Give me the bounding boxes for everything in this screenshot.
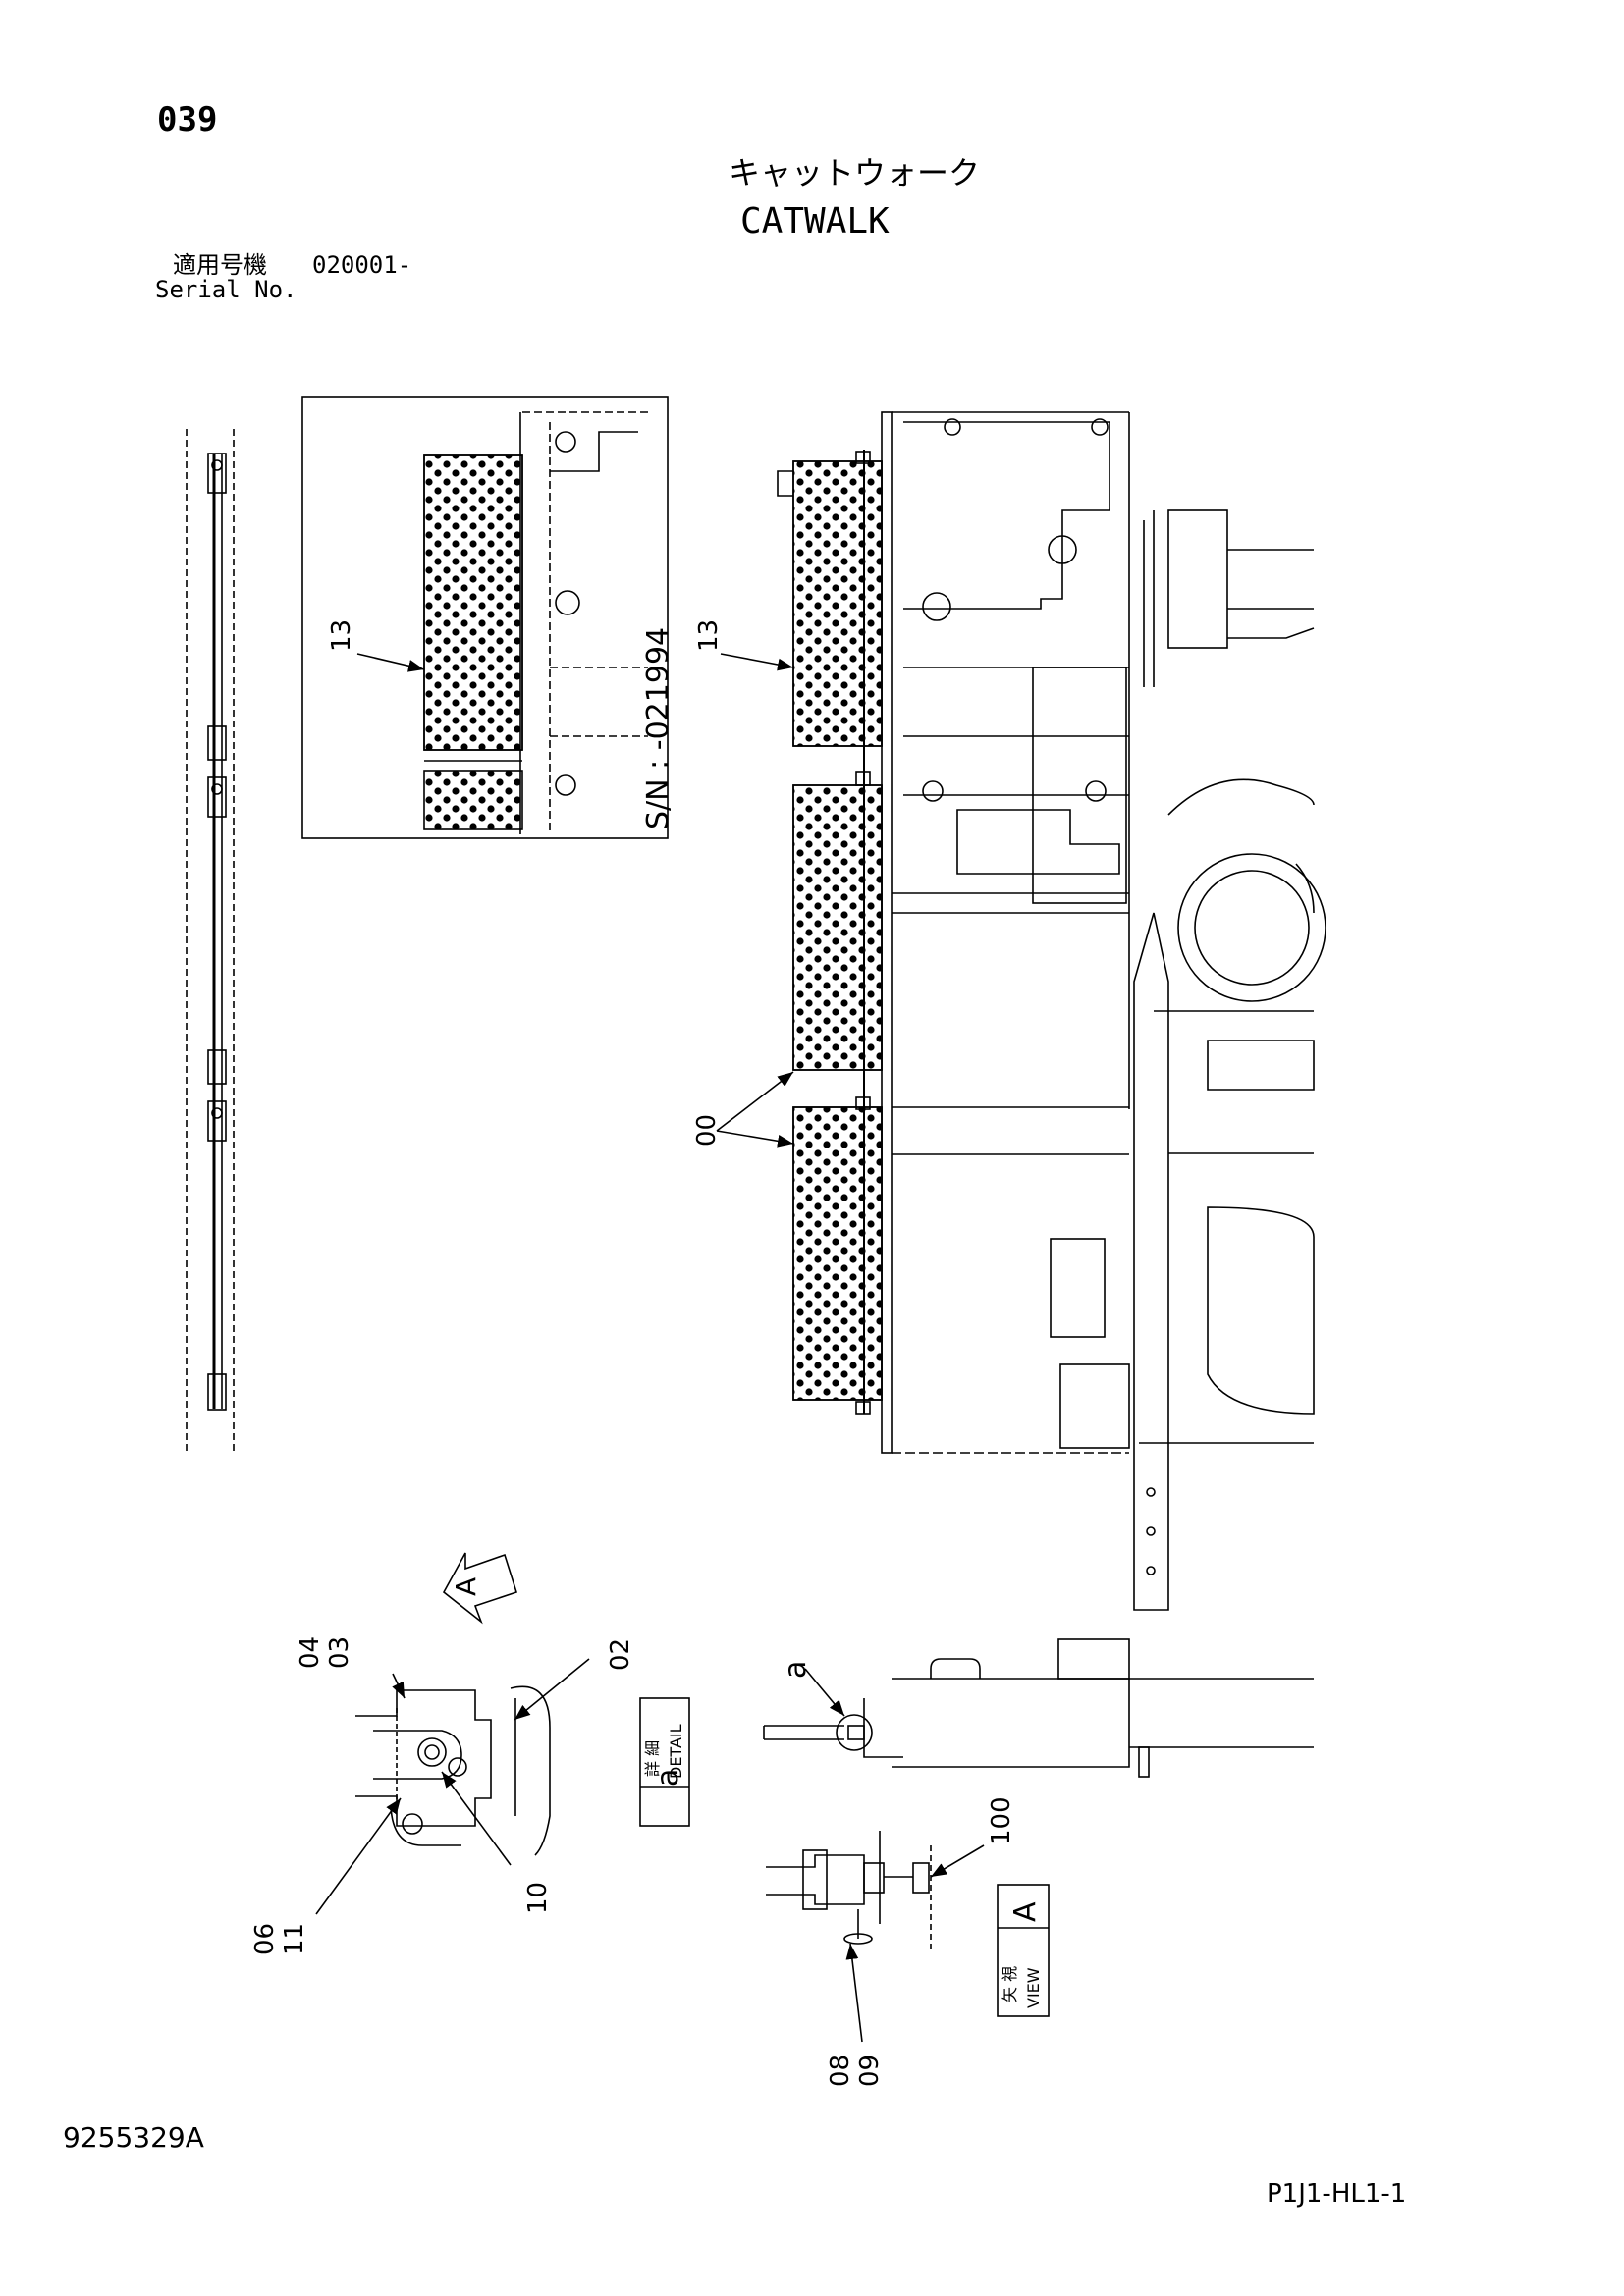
sheet-code: P1J1-HL1-1 [1267, 2179, 1407, 2209]
view-box [997, 1884, 1050, 2017]
part-06-label: 06 [250, 1923, 280, 1955]
view-box-label-en: VIEW [1024, 1967, 1043, 2008]
title-english: CATWALK [740, 201, 890, 241]
part-03-label: 03 [325, 1636, 354, 1669]
part-10-label: 10 [523, 1882, 553, 1914]
upper-frame [892, 411, 1326, 1611]
side-view-lower [763, 1638, 1314, 1778]
view-a-arrow [442, 1552, 517, 1625]
part-13-main-label: 13 [694, 619, 724, 652]
part-09-label: 09 [855, 2055, 885, 2087]
detail-ref-label: a [779, 1661, 813, 1679]
inset-serial-view [301, 396, 669, 839]
detail-box-label-jp: 詳 細 [643, 1740, 662, 1777]
drawing-number: 9255329A [63, 2121, 204, 2154]
detail-box [639, 1697, 690, 1827]
serial-label-english: Serial No. [155, 276, 298, 303]
view-a-hinge [766, 1831, 985, 2043]
page-number: 039 [157, 100, 218, 139]
catwalk-panels [777, 411, 893, 1454]
detail-box-label-en: DETAIL [667, 1724, 685, 1779]
side-elevation [186, 429, 235, 1455]
part-13-inset-label: 13 [327, 619, 356, 652]
view-box-label-jp: 矢 視 [1001, 1966, 1019, 2002]
serial-value: 020001- [312, 251, 412, 279]
title-japanese: キャットウォーク [729, 154, 981, 191]
serial-label-japanese: 適用号機 [173, 251, 267, 279]
part-04-label: 04 [296, 1636, 325, 1669]
serial-note-label: S/N : -021994 [641, 627, 676, 829]
part-100-label: 100 [987, 1796, 1016, 1845]
part-08-label: 08 [826, 2055, 855, 2087]
part-11-label: 11 [280, 1923, 309, 1955]
part-02-label: 02 [606, 1638, 635, 1671]
leaders [356, 653, 794, 1148]
detail-box-ref: a [651, 1769, 685, 1787]
view-box-ref: A [1008, 1901, 1043, 1922]
view-arrow-letter: A [450, 1577, 482, 1596]
part-00-label: 00 [692, 1114, 722, 1147]
hinge-detail [315, 1658, 590, 1915]
